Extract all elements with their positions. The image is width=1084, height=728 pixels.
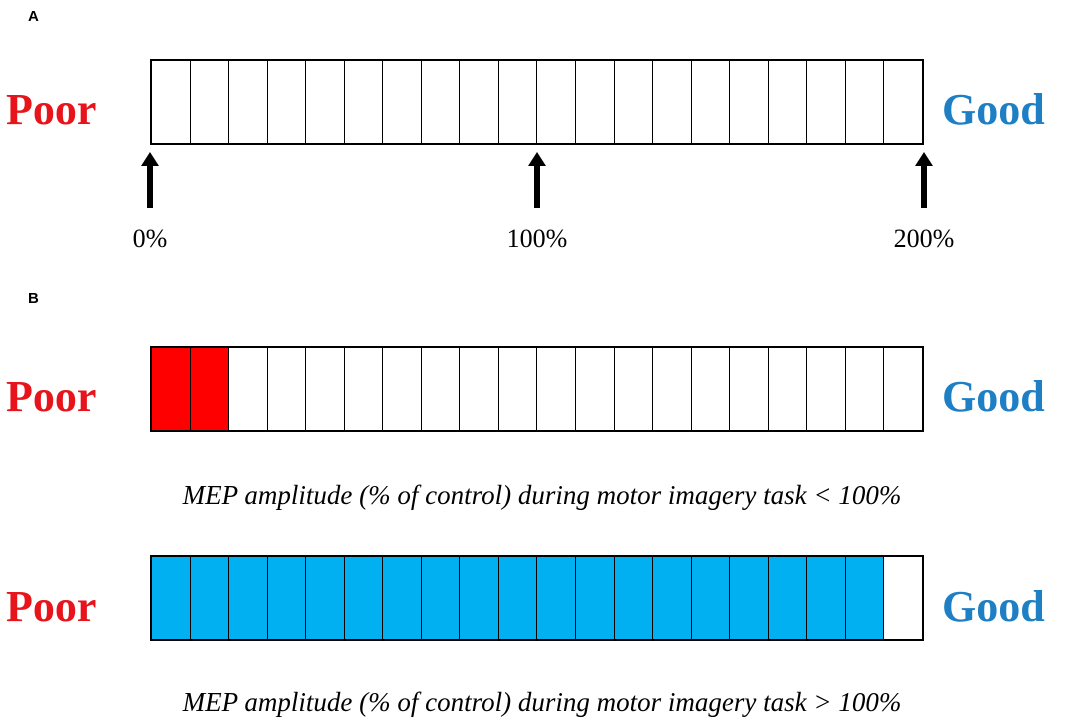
tick-label-100: 100% xyxy=(506,224,568,253)
bar-cell xyxy=(730,61,769,143)
bar-cell-filled xyxy=(576,557,615,639)
bar-cell xyxy=(576,348,615,430)
bar-cell-filled xyxy=(229,557,268,639)
bar-cell xyxy=(267,61,307,143)
bar-cell-filled xyxy=(807,557,846,639)
caption-b2: MEP amplitude (% of control) during moto… xyxy=(182,687,902,717)
tick-label-200: 200% xyxy=(893,224,955,253)
bar-cell xyxy=(845,348,885,430)
caption-b1: MEP amplitude (% of control) during moto… xyxy=(182,480,902,510)
bar-cell-filled xyxy=(460,557,499,639)
bar-cell xyxy=(344,348,384,430)
bar-cell xyxy=(614,348,654,430)
bar-cell-filled xyxy=(152,557,191,639)
panel-b-letter: B xyxy=(28,290,39,307)
bar-cell xyxy=(190,61,230,143)
bar-cell-filled xyxy=(768,557,808,639)
bar-cell xyxy=(807,348,846,430)
bar-cell-filled xyxy=(306,557,345,639)
good-label-a: Good xyxy=(942,85,1045,134)
bar-cell-filled xyxy=(383,557,422,639)
bar-cell xyxy=(306,348,345,430)
bar-cell xyxy=(537,348,577,430)
bar-cell xyxy=(421,61,461,143)
bar-cell-filled xyxy=(190,348,230,430)
bar-cell xyxy=(229,61,268,143)
bar-cell xyxy=(691,61,731,143)
bar-cell-filled xyxy=(421,557,461,639)
bar-cell-filled xyxy=(691,557,731,639)
bar-cell xyxy=(498,348,538,430)
bar-cell xyxy=(653,348,692,430)
bar-cell xyxy=(460,61,499,143)
bar-cell xyxy=(306,61,345,143)
poor-label-b2: Poor xyxy=(6,582,97,631)
bar-cell xyxy=(267,348,307,430)
bar-cell-filled xyxy=(344,557,384,639)
scale-bar-b1 xyxy=(150,346,924,432)
bar-cell xyxy=(498,61,538,143)
panel-a-letter: A xyxy=(28,8,39,25)
bar-cell xyxy=(768,61,808,143)
bar-cell-filled xyxy=(653,557,692,639)
arrow-up-icon xyxy=(141,152,159,208)
good-label-b1: Good xyxy=(942,372,1045,421)
scale-bar-a xyxy=(150,59,924,145)
bar-cell-filled xyxy=(845,557,885,639)
bar-cell-filled xyxy=(152,348,191,430)
bar-cell xyxy=(460,348,499,430)
bar-cell xyxy=(691,348,731,430)
bar-cell xyxy=(653,61,692,143)
bar-cell xyxy=(383,61,422,143)
tick-label-0: 0% xyxy=(132,224,168,253)
bar-cell xyxy=(421,348,461,430)
bar-cell xyxy=(730,348,769,430)
bar-cell xyxy=(576,61,615,143)
bar-cell xyxy=(768,348,808,430)
bar-cell-filled xyxy=(267,557,307,639)
bar-cell-filled xyxy=(730,557,769,639)
poor-label-a: Poor xyxy=(6,85,97,134)
bar-cell xyxy=(845,61,885,143)
bar-cell xyxy=(884,557,922,639)
bar-cell-filled xyxy=(614,557,654,639)
good-label-b2: Good xyxy=(942,582,1045,631)
bar-cell xyxy=(537,61,577,143)
bar-cell xyxy=(344,61,384,143)
bar-cell xyxy=(807,61,846,143)
bar-cell xyxy=(884,61,922,143)
bar-cell-filled xyxy=(537,557,577,639)
bar-cell xyxy=(383,348,422,430)
bar-cell xyxy=(229,348,268,430)
bar-cell-filled xyxy=(190,557,230,639)
poor-label-b1: Poor xyxy=(6,372,97,421)
bar-cell-filled xyxy=(498,557,538,639)
bar-cell xyxy=(884,348,922,430)
arrow-up-icon xyxy=(915,152,933,208)
scale-bar-b2 xyxy=(150,555,924,641)
bar-cell xyxy=(614,61,654,143)
bar-cell xyxy=(152,61,191,143)
arrow-up-icon xyxy=(528,152,546,208)
